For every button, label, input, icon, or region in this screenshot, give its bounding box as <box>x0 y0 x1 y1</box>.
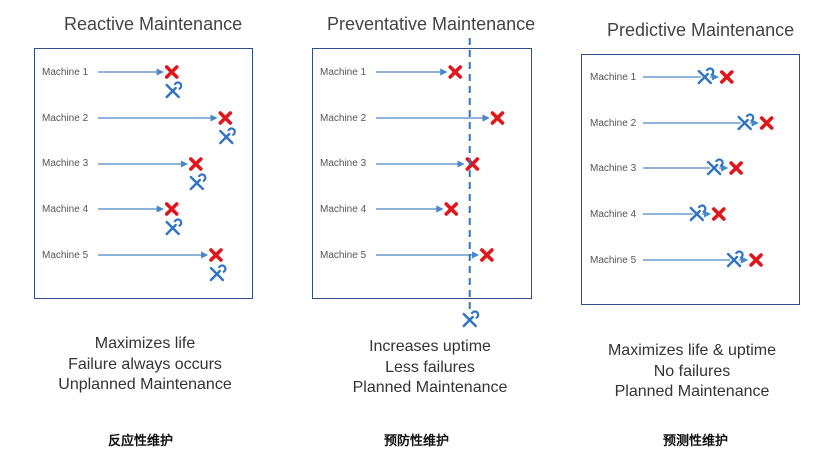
machine-label: Machine 3 <box>590 163 637 174</box>
summary: Increases uptime Less failures Planned M… <box>340 337 520 399</box>
x-mark-icon <box>448 65 463 79</box>
x-mark-icon <box>712 207 726 221</box>
machine-label: Machine 1 <box>320 67 367 78</box>
timeline-box <box>581 54 800 305</box>
wrench-screwdriver-icon <box>706 158 724 176</box>
summary-line: No failures <box>653 362 731 380</box>
wrench-screwdriver-icon <box>209 264 227 282</box>
summary-line: Planned Maintenance <box>352 379 508 396</box>
wrench-screwdriver-icon <box>219 127 236 145</box>
x-mark-icon <box>444 202 459 216</box>
wrench-screwdriver-icon <box>726 250 744 268</box>
x-mark-icon <box>218 111 233 125</box>
machine-label: Machine 5 <box>590 255 637 266</box>
summary-line: Maximizes life <box>94 335 196 352</box>
x-mark-icon <box>164 202 179 216</box>
panel-title: Predictive Maintenance <box>607 20 795 40</box>
wrench-screwdriver-icon <box>462 310 480 328</box>
summary-line: Unplanned Maintenance <box>58 376 232 393</box>
summary-line: Planned Maintenance <box>614 383 770 400</box>
wrench-screwdriver-icon <box>165 81 183 99</box>
machine-label: Machine 1 <box>590 72 637 83</box>
wrench-screwdriver-icon <box>689 204 707 222</box>
machine-label: Machine 5 <box>42 250 89 261</box>
timeline-box <box>312 48 532 299</box>
machine-label: Machine 4 <box>320 204 367 215</box>
summary-line: Failure always occurs <box>68 355 222 373</box>
wrench-screwdriver-icon <box>697 67 715 85</box>
machine-label: Machine 3 <box>320 158 367 169</box>
x-mark-icon <box>480 248 494 262</box>
wrench-screwdriver-icon <box>189 173 207 191</box>
machine-label: Machine 3 <box>42 158 89 169</box>
panel-title: Preventative Maintenance <box>327 14 536 34</box>
wrench-screwdriver-icon <box>165 218 183 236</box>
summary-line: Less failures <box>385 358 475 376</box>
machine-label: Machine 1 <box>42 67 89 78</box>
x-mark-icon <box>729 161 743 175</box>
x-mark-icon <box>164 65 179 79</box>
summary: Maximizes life & uptime No failures Plan… <box>597 341 787 403</box>
machine-label: Machine 4 <box>590 209 637 220</box>
x-mark-icon <box>759 116 774 130</box>
panel-title: Reactive Maintenance <box>64 14 243 34</box>
summary-line: Increases uptime <box>369 338 491 355</box>
summary-line: Maximizes life & uptime <box>607 342 777 359</box>
machine-label: Machine 2 <box>42 113 89 124</box>
chinese-caption: 反应性维护 <box>108 434 174 449</box>
machine-label: Machine 4 <box>42 204 89 215</box>
machine-label: Machine 2 <box>590 118 637 129</box>
x-mark-icon <box>209 248 223 262</box>
x-mark-icon <box>719 70 734 84</box>
wrench-screwdriver-icon <box>737 113 755 131</box>
machine-label: Machine 2 <box>320 113 367 124</box>
x-mark-icon <box>189 157 203 171</box>
chinese-caption: 预防性维护 <box>384 434 450 449</box>
x-mark-icon <box>749 253 763 267</box>
summary: Maximizes life Failure always occurs Unp… <box>55 334 235 396</box>
chinese-caption: 预测性维护 <box>663 434 729 449</box>
x-mark-icon <box>490 111 505 125</box>
machine-label: Machine 5 <box>320 250 367 261</box>
